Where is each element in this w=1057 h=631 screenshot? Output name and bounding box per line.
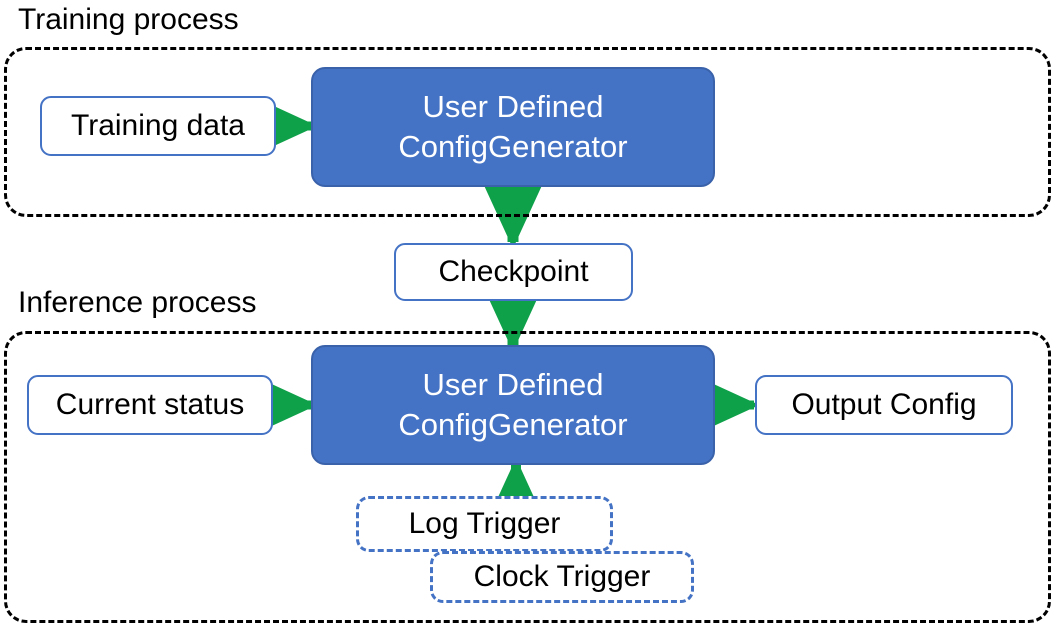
node-generator-inference-line1: User Defined	[422, 367, 604, 402]
node-clock-trigger[interactable]: Clock Trigger	[430, 551, 694, 603]
node-generator-training-line1: User Defined	[422, 89, 604, 124]
node-current-status[interactable]: Current status	[27, 375, 273, 435]
node-checkpoint[interactable]: Checkpoint	[394, 243, 633, 301]
inference-process-title: Inference process	[18, 286, 257, 319]
node-generator-training-line2: ConfigGenerator	[398, 129, 628, 164]
node-log-trigger-label: Log Trigger	[408, 507, 561, 540]
node-user-defined-configgenerator-training[interactable]: User Defined ConfigGenerator	[311, 67, 715, 187]
node-current-status-label: Current status	[55, 388, 245, 421]
inference-process-container	[4, 331, 1051, 623]
node-output-config-label: Output Config	[791, 388, 977, 421]
node-checkpoint-label: Checkpoint	[438, 255, 589, 288]
node-clock-trigger-label: Clock Trigger	[473, 560, 651, 593]
node-training-data[interactable]: Training data	[40, 96, 276, 156]
node-user-defined-configgenerator-inference[interactable]: User Defined ConfigGenerator	[311, 345, 715, 465]
training-process-title: Training process	[18, 3, 239, 36]
node-generator-inference-line2: ConfigGenerator	[398, 407, 628, 442]
node-training-data-label: Training data	[71, 109, 245, 142]
node-output-config[interactable]: Output Config	[755, 375, 1013, 435]
training-process-container	[4, 47, 1051, 217]
node-log-trigger[interactable]: Log Trigger	[356, 496, 613, 552]
